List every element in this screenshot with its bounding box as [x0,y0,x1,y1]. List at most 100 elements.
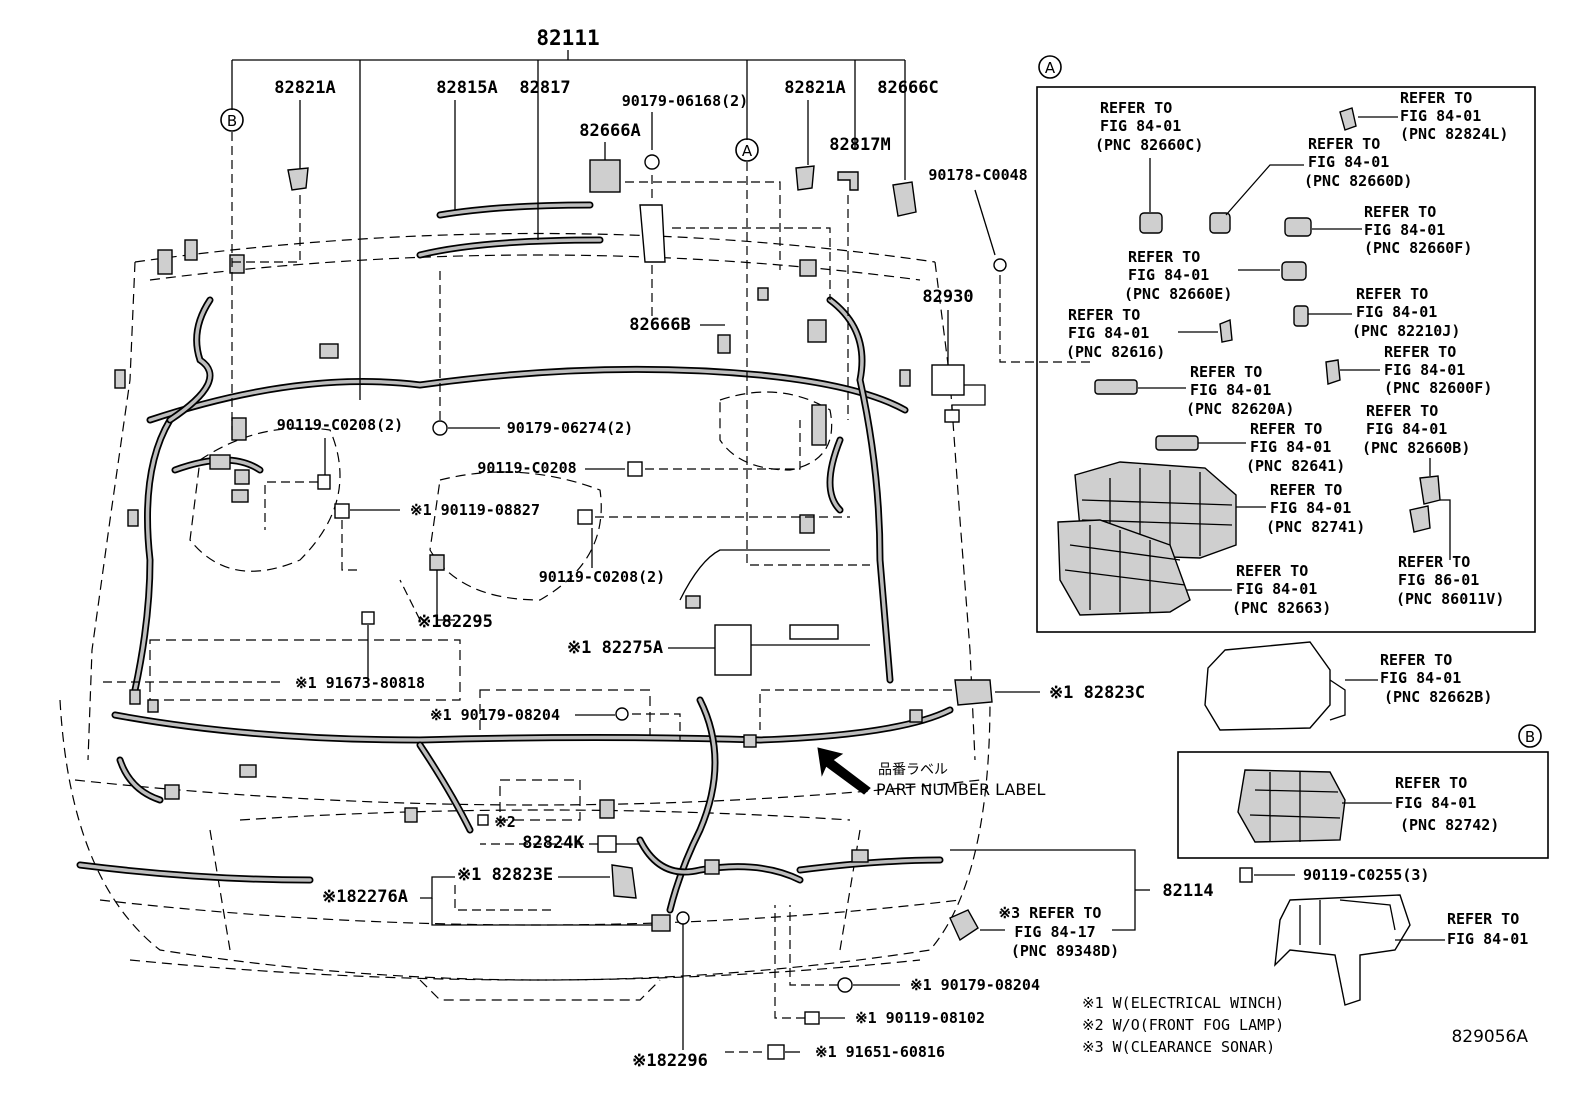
detail-box-b: B REFER TO FIG 84-01 (PNC 82742) [1177,724,1549,859]
callout-text: FIG 84-01 [1128,266,1209,284]
callout-text: REFER TO [1384,343,1456,361]
harness-connectors [114,239,923,875]
callout-text: 82114 [1162,881,1213,901]
callout-text: (PNC 82660F) [1364,239,1472,257]
callout-text: ※1 82823E [457,865,553,885]
callout-text: FIG 84-01 [1068,324,1149,342]
callout-91651-60816: ※1 91651-60816 [725,1043,945,1061]
marker-a-on-diagram: A [735,138,870,566]
callout-text: (PNC 82741) [1266,518,1365,536]
box-a-connectors [1094,107,1441,533]
callout-82824K: 82824K [480,833,640,853]
callout-text: REFER TO [1270,481,1342,499]
callout-82296: ※182296 [632,911,708,1071]
callout-text: FIG 84-01 [1308,153,1389,171]
callout-82276A: ※182276A [322,876,671,932]
callout-text: 90179-06274(2) [507,419,633,437]
footnote-2: ※2 W/O(FRONT FOG LAMP) [1082,1016,1284,1034]
callout-text: ※1 91651-60816 [815,1043,945,1061]
callout-text: 82666B [629,315,690,335]
callout-90119-08102: ※1 90119-08102 [774,905,985,1027]
callout-82817M: 82817M [829,135,891,420]
callout-text: PART NUMBER LABEL [876,780,1045,799]
callout-text: FIG 84-01 [1366,420,1447,438]
callout-text: 82666C [877,78,938,98]
callout-text: 90179-06168(2) [622,92,748,110]
callout-text: A [1045,59,1056,77]
callout-90119-C0208: 90119-C0208 [477,420,801,477]
callout-text: A [742,142,753,160]
callout-text: REFER TO [1128,248,1200,266]
callout-text: FIG 84-01 [1100,117,1181,135]
callout-text: (PNC 82660B) [1362,439,1470,457]
detail-box-a: A [1036,55,1536,633]
callout-text: 82930 [922,287,973,307]
callout-text: (PNC 82210J) [1352,322,1460,340]
callout-text: 82824K [522,833,584,853]
callout-text: REFER TO [1447,910,1519,928]
callout-mark2: ※2 [477,813,516,831]
callout-text: B [227,112,237,130]
bracket-82666B: 82666B [629,204,831,335]
callout-text: ※1 82275A [567,638,663,658]
callout-82823E: ※1 82823E [454,864,637,911]
callout-text: (PNC 82600F) [1384,379,1492,397]
callout-text: ※1 90179-08204 [910,976,1040,994]
harness-82817 [416,201,604,259]
callout-text: ※1 90179-08204 [430,706,560,724]
callout-text: (PNC 82824L) [1400,125,1508,143]
relay-box-82662B: REFER TO FIG 84-01 (PNC 82662B) [1204,641,1492,731]
callout-text: REFER TO [1400,89,1472,107]
callout-text: 82821A [274,78,335,98]
callout-text: (PNC 86011V) [1396,590,1504,608]
callout-text: REFER TO [1068,306,1140,324]
callout-text: FIG 84-01 [1270,499,1351,517]
callout-90179-06274: 90179-06274(2) [432,270,633,437]
callout-text: ※182276A [322,887,408,907]
callout-text: ※1 91673-80818 [295,674,425,692]
callout-text: (PNC 82662B) [1384,688,1492,706]
callout-text: FIG 84-01 [1380,669,1461,687]
callout-82295: ※182295 [399,554,493,632]
callout-text: ※182296 [632,1051,708,1071]
callout-90179-08204-bottom: ※1 90179-08204 [789,905,1040,994]
harness-82111 [131,296,909,694]
callout-text: REFER TO [1100,99,1172,117]
callout-text: ※1 90119-08827 [410,501,540,519]
callout-text: B [1525,728,1535,746]
callout-82275A: ※1 82275A [567,624,839,676]
callout-90119-C0208-2a: 90119-C0208(2) [264,416,403,530]
drawing-number: 829056A [1451,1027,1528,1047]
callout-text: FIG 84-01 [1236,580,1317,598]
callout-82823C: ※1 82823C [759,679,1145,730]
callout-text: 90119-C0208(2) [277,416,403,434]
callout-text: 90119-C0208 [477,459,576,477]
callout-text: REFER TO [1250,420,1322,438]
callout-text: 82817M [829,135,890,155]
callout-text: ※2 [494,813,516,831]
callout-text: FIG 84-01 [1364,221,1445,239]
callout-text: REFER TO [1395,774,1467,792]
callout-text: FIG 86-01 [1398,571,1479,589]
harness-82275A [679,549,870,671]
callout-text: (PNC 82660C) [1095,136,1203,154]
callout-82815A: 82815A [436,78,498,210]
callout-text: 82821A [784,78,845,98]
callout-text: FIG 84-01 [1395,794,1476,812]
callout-82817: 82817 [519,78,570,98]
callout-text: 90178-C0048 [928,166,1027,184]
callout-text: FIG 84-01 [1190,381,1271,399]
callout-text: REFER TO [1398,553,1470,571]
callout-text: 90119-C0255(3) [1303,866,1429,884]
callout-90179-06168: 90179-06168(2) [622,92,748,200]
callout-82821A-left: 82821A [230,78,336,263]
callout-text: REFER TO [1366,402,1438,420]
callout-text: (PNC 82660E) [1124,285,1232,303]
callout-text: ※1 90119-08102 [855,1009,985,1027]
callout-90179-08204-top: ※1 90179-08204 [430,706,681,740]
main-callout-82111: 82111 [231,26,906,400]
bracket-assembly: 90119-C0255(3) REFER TO FIG 84-01 [1239,866,1528,1006]
callout-text: FIG 84-17 [1014,923,1095,941]
